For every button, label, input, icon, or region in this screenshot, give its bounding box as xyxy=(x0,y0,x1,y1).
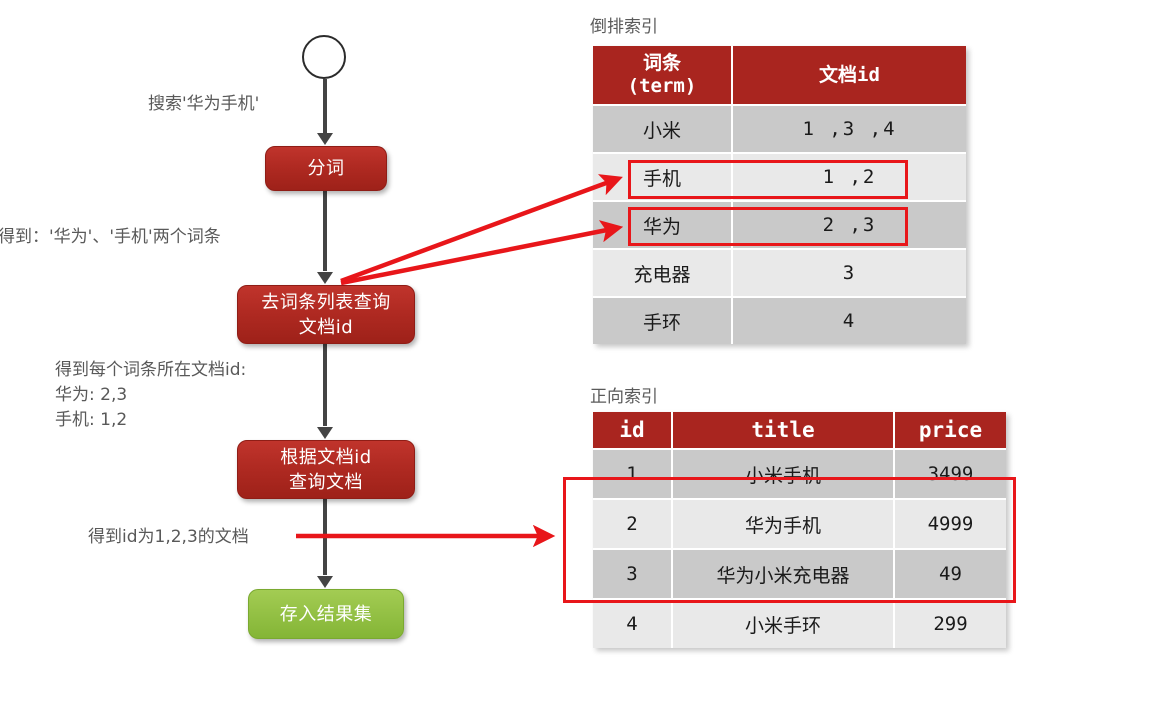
table-row[interactable]: 3 华为小米充电器 49 xyxy=(593,548,1006,598)
cell-doc-id: 3 xyxy=(733,248,966,296)
flow-node-query-document[interactable]: 根据文档id 查询文档 xyxy=(237,440,415,499)
flow-start-node xyxy=(302,35,346,79)
column-header-price: price xyxy=(895,412,1006,448)
cell-term: 华为 xyxy=(593,200,733,248)
cell-title: 华为手机 xyxy=(673,498,895,548)
inverted-index-table: 词条 (term) 文档id 小米 1 ,3 ,4 手机 1 ,2 华为 2 ,… xyxy=(593,46,966,344)
cell-price: 299 xyxy=(895,598,1006,648)
cell-doc-id: 2 ,3 xyxy=(733,200,966,248)
column-header-title: title xyxy=(673,412,895,448)
connector-query-id-to-query-doc xyxy=(323,344,327,426)
forward-index-table: id title price 1 小米手机 3499 2 华为手机 4999 3… xyxy=(593,412,1006,648)
flow-node-store-result[interactable]: 存入结果集 xyxy=(248,589,404,639)
cell-id: 3 xyxy=(593,548,673,598)
table-row[interactable]: 小米 1 ,3 ,4 xyxy=(593,104,966,152)
annotation-documents: 得到id为1,2,3的文档 xyxy=(88,527,249,547)
cell-term: 小米 xyxy=(593,104,733,152)
connector-query-doc-to-result xyxy=(323,499,327,575)
table-header-row: 词条 (term) 文档id xyxy=(593,46,966,104)
table-row[interactable]: 充电器 3 xyxy=(593,248,966,296)
arrow-to-term-shouji xyxy=(340,174,623,284)
connector-start-to-fenci xyxy=(323,79,327,134)
annotation-doc-ids: 得到每个词条所在文档id: 华为: 2,3 手机: 1,2 xyxy=(55,360,247,430)
cell-doc-id: 4 xyxy=(733,296,966,344)
cell-doc-id: 1 ,3 ,4 xyxy=(733,104,966,152)
annotation-search: 搜索'华为手机' xyxy=(148,94,260,114)
flow-node-query-doc-id-label: 去词条列表查询 文档id xyxy=(261,291,391,338)
cell-id: 2 xyxy=(593,498,673,548)
cell-id: 1 xyxy=(593,448,673,498)
connector-fenci-to-query-id xyxy=(323,191,327,271)
flow-node-store-result-label: 存入结果集 xyxy=(279,603,373,625)
flow-node-query-doc-id[interactable]: 去词条列表查询 文档id xyxy=(237,285,415,344)
flow-node-fenci-label: 分词 xyxy=(307,158,345,179)
arrow-to-term-huawei xyxy=(340,220,624,286)
cell-term: 手机 xyxy=(593,152,733,200)
cell-id: 4 xyxy=(593,598,673,648)
flow-node-fenci[interactable]: 分词 xyxy=(265,146,387,191)
connector-arrowhead xyxy=(317,427,333,439)
cell-doc-id: 1 ,2 xyxy=(733,152,966,200)
cell-term: 手环 xyxy=(593,296,733,344)
inverted-index-caption: 倒排索引 xyxy=(590,17,658,37)
annotation-terms: 得到：'华为'、'手机'两个词条 xyxy=(0,227,221,247)
cell-price: 49 xyxy=(895,548,1006,598)
cell-title: 小米手环 xyxy=(673,598,895,648)
table-header-row: id title price xyxy=(593,412,1006,448)
column-header-id: id xyxy=(593,412,673,448)
column-header-term: 词条 (term) xyxy=(593,46,733,104)
cell-price: 4999 xyxy=(895,498,1006,548)
table-row[interactable]: 手机 1 ,2 xyxy=(593,152,966,200)
connector-arrowhead xyxy=(317,272,333,284)
cell-price: 3499 xyxy=(895,448,1006,498)
connector-arrowhead xyxy=(317,576,333,588)
cell-term: 充电器 xyxy=(593,248,733,296)
table-row[interactable]: 2 华为手机 4999 xyxy=(593,498,1006,548)
table-row[interactable]: 华为 2 ,3 xyxy=(593,200,966,248)
table-row[interactable]: 1 小米手机 3499 xyxy=(593,448,1006,498)
forward-index-caption: 正向索引 xyxy=(590,387,658,407)
cell-title: 小米手机 xyxy=(673,448,895,498)
connector-arrowhead xyxy=(317,133,333,145)
table-row[interactable]: 4 小米手环 299 xyxy=(593,598,1006,648)
column-header-doc-id: 文档id xyxy=(733,46,966,104)
cell-title: 华为小米充电器 xyxy=(673,548,895,598)
table-row[interactable]: 手环 4 xyxy=(593,296,966,344)
flow-node-query-document-label: 根据文档id 查询文档 xyxy=(280,446,372,493)
